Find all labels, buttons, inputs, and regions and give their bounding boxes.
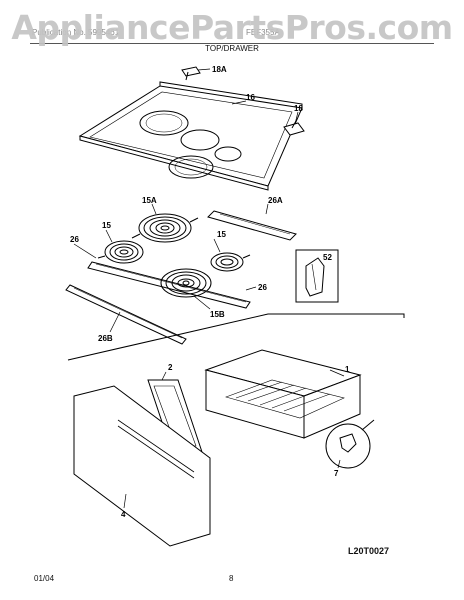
bracket-18a-part — [181, 66, 201, 81]
callout-15-left: 15 — [102, 221, 111, 230]
callout-1: 1 — [345, 365, 350, 374]
footer-page-number: 8 — [229, 574, 234, 583]
drawer-front-panel-part — [73, 385, 211, 547]
burner-15-right-part — [210, 252, 251, 272]
callout-15b: 15B — [210, 310, 225, 319]
callout-4: 4 — [121, 510, 126, 519]
callout-18: 18 — [294, 104, 303, 113]
callout-15-right: 15 — [217, 230, 226, 239]
callout-18a: 18A — [212, 65, 227, 74]
bracket-18-part — [283, 120, 305, 136]
callout-15a: 15A — [142, 196, 157, 205]
part-7-detail — [325, 419, 375, 469]
section-separator — [67, 313, 405, 361]
watermark: AppliancePartsPros.com — [11, 8, 453, 47]
footer-date: 01/04 — [34, 574, 55, 583]
rail-26-part — [87, 261, 251, 309]
header-rule — [30, 43, 434, 44]
callout-16: 16 — [246, 93, 255, 102]
callout-52: 52 — [323, 253, 332, 262]
publication-number: Publication No. 5995461 — [32, 28, 120, 37]
page-title: TOP/DRAWER — [205, 44, 259, 53]
cooktop-top-part — [78, 81, 303, 191]
burner-15a-part — [131, 213, 199, 243]
callout-26-left: 26 — [70, 235, 79, 244]
callout-26a: 26A — [268, 196, 283, 205]
rail-26a-part — [207, 210, 297, 241]
callout-2: 2 — [168, 363, 173, 372]
model-number: FEF355A — [246, 28, 280, 37]
callout-26b: 26B — [98, 334, 113, 343]
part-52-box — [295, 249, 339, 303]
diagram-code: L20T0027 — [348, 546, 390, 556]
callout-7: 7 — [334, 469, 339, 478]
drawer-body-part — [204, 349, 362, 439]
trim-26b-part — [65, 284, 187, 345]
burner-15-left-part — [97, 240, 144, 264]
callout-26-right: 26 — [258, 283, 267, 292]
